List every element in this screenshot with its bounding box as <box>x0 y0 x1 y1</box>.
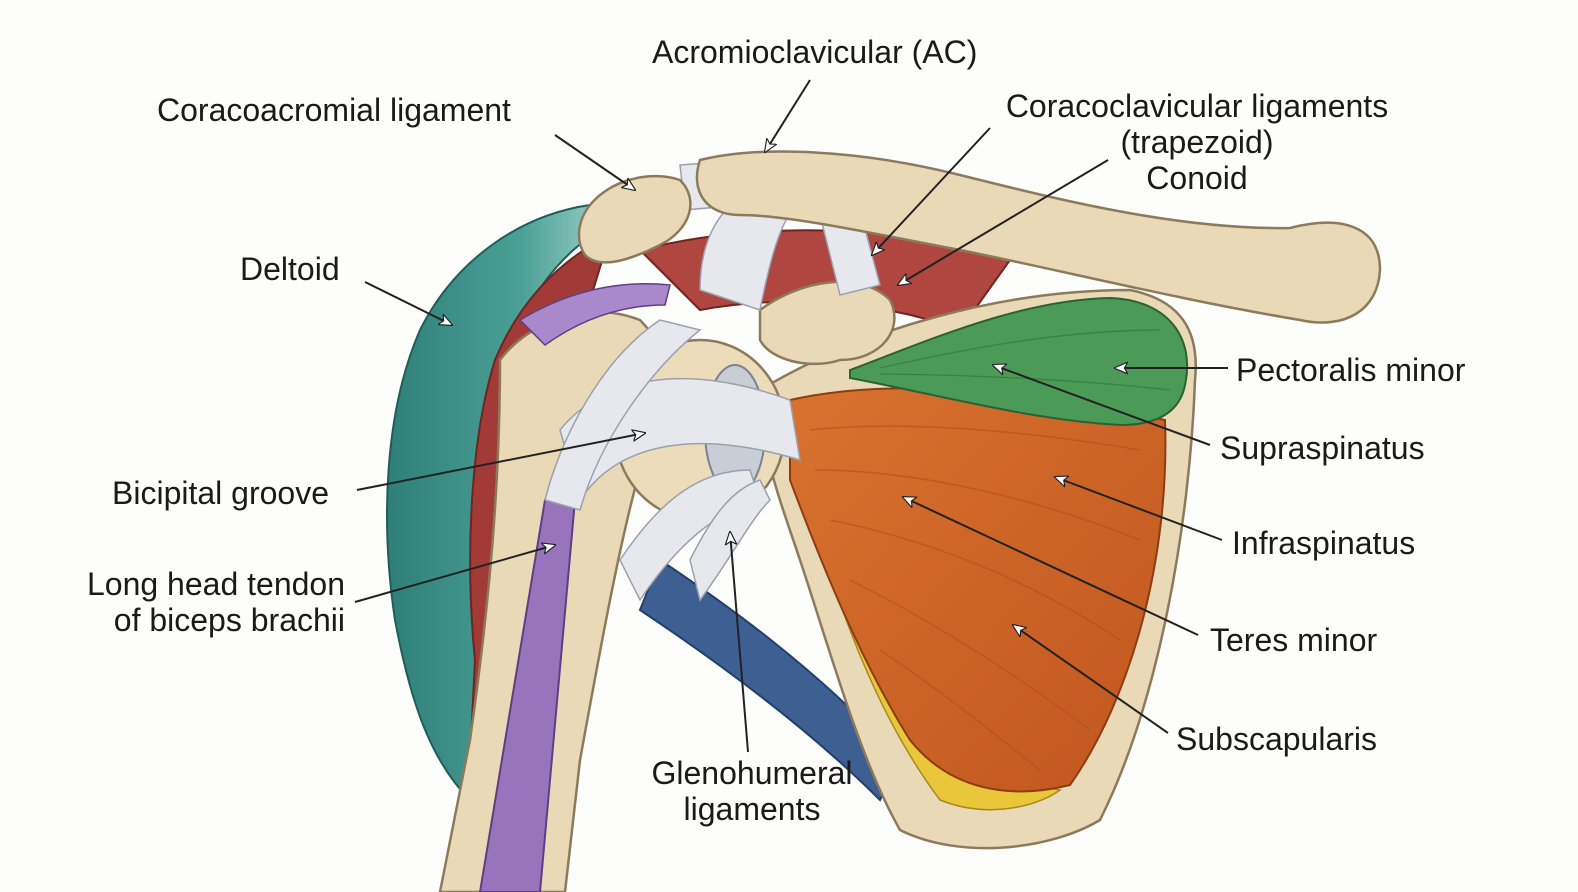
label-teres-minor: Teres minor <box>1210 622 1378 658</box>
clavicle-bone <box>695 150 1382 324</box>
label-glenohumeral-line2: ligaments <box>683 791 821 827</box>
label-infraspinatus: Infraspinatus <box>1232 525 1416 561</box>
label-coracoclavicular-line1: Coracoclavicular ligaments <box>1005 88 1389 124</box>
pectoralis-minor-muscle <box>849 296 1189 427</box>
label-deltoid: Deltoid <box>240 251 340 287</box>
label-pectoralis-minor: Pectoralis minor <box>1236 352 1466 388</box>
arrow-bicipital-groove <box>356 433 645 491</box>
arrow-infraspinatus <box>1055 477 1223 541</box>
arrow-deltoid <box>364 281 452 325</box>
label-supraspinatus: Supraspinatus <box>1220 430 1425 466</box>
teres-major-muscle <box>638 558 902 802</box>
label-long-head-line2: of biceps brachii <box>113 602 345 638</box>
label-long-head-line1: Long head tendon <box>86 566 345 602</box>
arrow-coracoclavicular-1 <box>872 127 991 255</box>
biceps-tendon-upper <box>518 283 671 346</box>
label-conoid: Conoid <box>1146 160 1248 196</box>
label-bicipital-groove: Bicipital groove <box>112 475 329 511</box>
arrow-long-head <box>354 545 555 603</box>
label-glenohumeral: Glenohumeral ligaments <box>622 755 882 827</box>
arrow-teres-minor <box>903 497 1199 636</box>
leader-arrows <box>354 79 1228 753</box>
muscle-striations <box>809 425 1141 771</box>
glenohumeral-ligaments <box>544 319 801 602</box>
arrow-glenohumeral <box>730 532 749 753</box>
acromion-bone <box>577 174 692 264</box>
label-glenohumeral-line1: Glenohumeral <box>651 755 853 791</box>
label-subscapularis: Subscapularis <box>1176 721 1377 757</box>
arrow-subscapularis <box>1013 625 1169 734</box>
arrow-acromioclavicular <box>765 79 811 152</box>
label-coracoclavicular-line2: (trapezoid) <box>1120 124 1274 160</box>
label-long-head: Long head tendon of biceps brachii <box>40 566 345 638</box>
arrow-coracoclavicular-2 <box>898 159 1109 285</box>
label-coracoacromial: Coracoacromial ligament <box>157 92 511 128</box>
label-coracoclavicular: Coracoclavicular ligaments (trapezoid) C… <box>982 88 1412 196</box>
label-acromioclavicular: Acromioclavicular (AC) <box>652 34 978 70</box>
arrow-supraspinatus <box>993 365 1211 446</box>
coracoid-process <box>758 280 896 366</box>
arrow-coracoacromial <box>554 134 635 190</box>
